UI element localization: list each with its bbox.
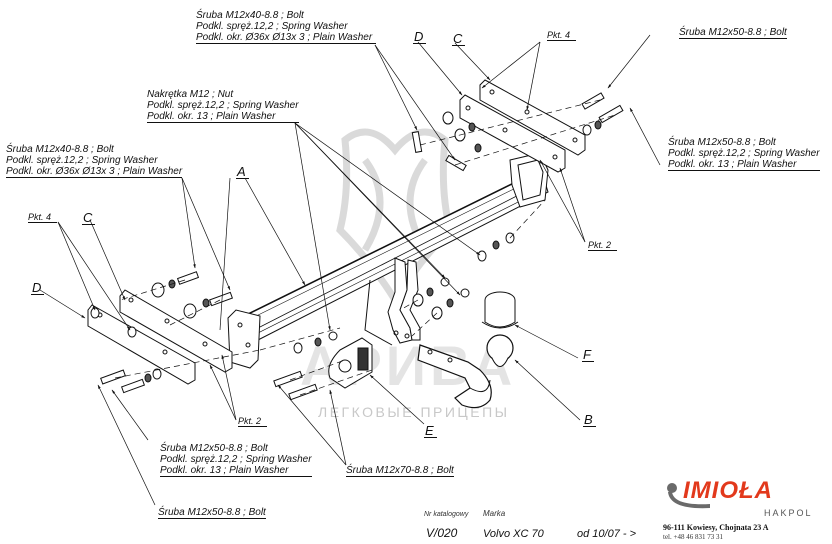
company-logo-text: IMIOŁA: [683, 477, 773, 504]
company-logo-subtitle: HAKPOL: [764, 508, 813, 518]
production-date-range: od 10/07 - >: [577, 528, 637, 540]
pkt-4-top-right: Pkt. 4: [547, 30, 577, 41]
towbar-logo-icon: [667, 483, 710, 509]
callout-line: Śruba M12x70-8.8 ; Bolt: [346, 465, 454, 477]
part-label-c-top: C: [452, 32, 466, 46]
assembly-centerlines: [114, 99, 616, 396]
callout-nut-m12: Nakrętka M12 ; Nut Podkl. spręż.12,2 ; S…: [147, 89, 299, 123]
callout-line: Podkl. okr. Ø36x Ø13x 3 ; Plain Washer: [196, 32, 377, 44]
callout-line: Podkl. okr. Ø36x Ø13x 3 ; Plain Washer: [6, 166, 183, 178]
catalog-number-label: Nr katalogowy: [424, 511, 469, 518]
washers-and-nuts: [90, 111, 602, 383]
part-label-d-top: D: [413, 30, 427, 44]
left-bracket-plate-c: [119, 289, 233, 373]
company-phone: tel. +48 46 831 73 31: [663, 533, 723, 541]
part-label-b: B: [583, 413, 596, 427]
callout-line: Śruba M12x40-8.8 ; Bolt: [6, 144, 114, 155]
catalog-number: V/020: [426, 526, 458, 540]
part-label-c-left: C: [82, 211, 96, 225]
callout-line: Nakrętka M12 ; Nut: [147, 89, 234, 100]
callout-left-bolt-m12x40: Śruba M12x40-8.8 ; Bolt Podkl. spręż.12,…: [6, 144, 183, 178]
brand-label: Marka: [483, 509, 506, 518]
callout-line: Śruba M12x50-8.8 ; Bolt: [668, 137, 776, 148]
callout-right-top-bolt-m12x50: Śruba M12x50-8.8 ; Bolt: [679, 27, 787, 39]
vehicle-model: Volvo XC 70: [483, 528, 544, 540]
callout-line: Podkl. spręż.12,2 ; Spring Washer: [668, 148, 820, 159]
part-label-e: E: [424, 424, 437, 438]
bolts: [100, 92, 624, 401]
callout-line: Śruba M12x40-8.8 ; Bolt: [196, 10, 304, 21]
callout-line: Podkl. spręż.12,2 ; Spring Washer: [196, 21, 348, 32]
pkt-2-left: Pkt. 2: [238, 416, 268, 427]
ball-neck-part-b: [417, 334, 514, 409]
part-label-d-left: D: [31, 281, 45, 295]
callout-line: Podkl. okr. 13 ; Plain Washer: [147, 111, 299, 123]
pkt-2-right: Pkt. 2: [588, 240, 618, 251]
callout-top-bolt-m12x40: Śruba M12x40-8.8 ; Bolt Podkl. spręż.12,…: [196, 10, 377, 44]
part-label-f: F: [582, 348, 594, 362]
callout-line: Śruba M12x50-8.8 ; Bolt: [158, 507, 266, 519]
callout-line: Śruba M12x50-8.8 ; Bolt: [160, 443, 268, 454]
callout-bolt-m12x70: Śruba M12x70-8.8 ; Bolt: [346, 465, 454, 477]
callout-bottom-bolt-m12x50: Śruba M12x50-8.8 ; Bolt Podkl. spręż.12,…: [160, 443, 312, 477]
callout-bottom-left-bolt-m12x50: Śruba M12x50-8.8 ; Bolt: [158, 507, 266, 519]
ball-cover-part-f: [481, 291, 519, 329]
left-bracket-plate-d: [87, 304, 196, 385]
callout-line: Podkl. spręż.12,2 ; Spring Washer: [160, 454, 312, 465]
callout-line: Śruba M12x50-8.8 ; Bolt: [679, 27, 787, 39]
socket-plate-part-e: [328, 337, 373, 389]
center-drop-bracket: [364, 257, 421, 346]
callout-line: Podkl. spręż.12,2 ; Spring Washer: [147, 100, 299, 111]
part-label-a: A: [236, 165, 249, 179]
right-bracket-plate-d: [459, 94, 566, 173]
watermark-subtitle: ЛЕГКОВЫЕ ПРИЦЕПЫ: [318, 404, 510, 420]
callout-right-bolt-m12x50: Śruba M12x50-8.8 ; Bolt Podkl. spręż.12,…: [668, 137, 820, 171]
callout-line: Podkl. spręż.12,2 ; Spring Washer: [6, 155, 158, 166]
company-address: 96-111 Kowiesy, Chojnata 23 A: [663, 523, 769, 532]
leader-lines: [39, 34, 661, 506]
pkt-4-left: Pkt. 4: [28, 212, 58, 223]
left-end-plate: [227, 309, 261, 369]
callout-line: Podkl. okr. 13 ; Plain Washer: [668, 159, 820, 171]
callout-line: Podkl. okr. 13 ; Plain Washer: [160, 465, 312, 477]
